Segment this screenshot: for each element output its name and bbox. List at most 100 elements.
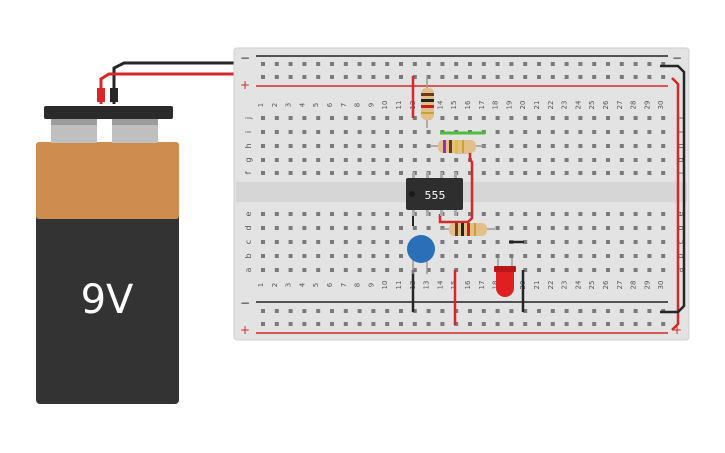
- terminal-hole-e[interactable]: [385, 212, 390, 216]
- top-minus-rail-hole[interactable]: [550, 62, 555, 66]
- terminal-hole-d[interactable]: [302, 226, 307, 230]
- bottom-plus-rail-hole[interactable]: [343, 322, 348, 326]
- top-minus-rail-hole[interactable]: [440, 62, 445, 66]
- terminal-hole-f[interactable]: [633, 171, 638, 175]
- terminal-hole-h[interactable]: [302, 144, 307, 148]
- bottom-minus-rail-hole[interactable]: [399, 309, 403, 313]
- top-plus-rail-hole[interactable]: [385, 75, 390, 79]
- terminal-hole-d[interactable]: [509, 226, 514, 230]
- terminal-hole-i[interactable]: [288, 130, 293, 134]
- terminal-hole-f[interactable]: [550, 171, 555, 175]
- terminal-hole-c[interactable]: [316, 240, 321, 244]
- terminal-hole-c[interactable]: [592, 240, 597, 244]
- terminal-hole-b[interactable]: [647, 254, 652, 258]
- terminal-hole-g[interactable]: [495, 158, 500, 162]
- top-minus-rail-hole[interactable]: [343, 62, 348, 66]
- top-minus-rail-hole[interactable]: [481, 62, 486, 66]
- top-plus-rail-hole[interactable]: [357, 75, 362, 79]
- terminal-hole-b[interactable]: [578, 254, 583, 258]
- terminal-hole-b[interactable]: [661, 254, 666, 258]
- terminal-hole-a[interactable]: [316, 268, 321, 272]
- terminal-hole-f[interactable]: [261, 171, 265, 175]
- terminal-hole-g[interactable]: [592, 158, 597, 162]
- terminal-hole-d[interactable]: [330, 226, 334, 230]
- bottom-plus-rail-hole[interactable]: [495, 322, 500, 326]
- terminal-hole-i[interactable]: [550, 130, 555, 134]
- terminal-hole-f[interactable]: [564, 171, 569, 175]
- terminal-hole-d[interactable]: [399, 226, 403, 230]
- terminal-hole-g[interactable]: [537, 158, 541, 162]
- terminal-hole-i[interactable]: [399, 130, 403, 134]
- terminal-hole-a[interactable]: [592, 268, 597, 272]
- terminal-hole-j[interactable]: [523, 116, 528, 120]
- terminal-hole-j[interactable]: [261, 116, 265, 120]
- terminal-hole-j[interactable]: [385, 116, 390, 120]
- terminal-hole-d[interactable]: [537, 226, 541, 230]
- terminal-hole-b[interactable]: [495, 254, 500, 258]
- top-plus-rail-hole[interactable]: [302, 75, 307, 79]
- terminal-hole-g[interactable]: [550, 158, 555, 162]
- battery-black-lead[interactable]: [112, 61, 255, 104]
- terminal-hole-a[interactable]: [371, 268, 376, 272]
- terminal-hole-j[interactable]: [440, 116, 445, 120]
- top-minus-rail-hole[interactable]: [495, 62, 500, 66]
- top-minus-rail-hole[interactable]: [468, 62, 472, 66]
- top-minus-rail-hole[interactable]: [261, 62, 265, 66]
- terminal-hole-i[interactable]: [495, 130, 500, 134]
- terminal-hole-c[interactable]: [343, 240, 348, 244]
- terminal-hole-g[interactable]: [647, 158, 652, 162]
- terminal-hole-g[interactable]: [509, 158, 514, 162]
- terminal-hole-g[interactable]: [274, 158, 279, 162]
- top-minus-rail-hole[interactable]: [647, 62, 652, 66]
- bottom-plus-rail-hole[interactable]: [440, 322, 445, 326]
- terminal-hole-d[interactable]: [592, 226, 597, 230]
- terminal-hole-e[interactable]: [550, 212, 555, 216]
- resistor-middle[interactable]: [430, 140, 485, 153]
- terminal-hole-e[interactable]: [288, 212, 293, 216]
- terminal-hole-g[interactable]: [399, 158, 403, 162]
- top-plus-rail-hole[interactable]: [578, 75, 583, 79]
- terminal-hole-e[interactable]: [357, 212, 362, 216]
- terminal-hole-i[interactable]: [274, 130, 279, 134]
- terminal-hole-c[interactable]: [550, 240, 555, 244]
- bottom-plus-rail-hole[interactable]: [550, 322, 555, 326]
- terminal-hole-d[interactable]: [440, 226, 445, 230]
- terminal-hole-b[interactable]: [481, 254, 486, 258]
- terminal-hole-j[interactable]: [316, 116, 321, 120]
- terminal-hole-c[interactable]: [371, 240, 376, 244]
- terminal-hole-h[interactable]: [316, 144, 321, 148]
- terminal-hole-i[interactable]: [633, 130, 638, 134]
- terminal-hole-d[interactable]: [426, 226, 431, 230]
- terminal-hole-d[interactable]: [633, 226, 638, 230]
- bottom-minus-rail-hole[interactable]: [330, 309, 334, 313]
- terminal-hole-f[interactable]: [647, 171, 652, 175]
- bottom-plus-rail-hole[interactable]: [661, 322, 666, 326]
- top-plus-rail-hole[interactable]: [647, 75, 652, 79]
- terminal-hole-e[interactable]: [399, 212, 403, 216]
- terminal-hole-a[interactable]: [633, 268, 638, 272]
- wire-red-pin-link[interactable]: [438, 152, 474, 224]
- terminal-hole-g[interactable]: [578, 158, 583, 162]
- terminal-hole-b[interactable]: [633, 254, 638, 258]
- terminal-hole-h[interactable]: [509, 144, 514, 148]
- top-plus-rail-hole[interactable]: [412, 75, 417, 79]
- terminal-hole-a[interactable]: [523, 268, 528, 272]
- terminal-hole-e[interactable]: [495, 212, 500, 216]
- bottom-minus-rail-hole[interactable]: [592, 309, 597, 313]
- top-minus-rail-hole[interactable]: [509, 62, 514, 66]
- terminal-hole-j[interactable]: [647, 116, 652, 120]
- terminal-hole-a[interactable]: [288, 268, 293, 272]
- terminal-hole-b[interactable]: [550, 254, 555, 258]
- terminal-hole-e[interactable]: [661, 212, 666, 216]
- red-led[interactable]: [494, 258, 516, 297]
- terminal-hole-h[interactable]: [661, 144, 666, 148]
- bottom-minus-rail-hole[interactable]: [385, 309, 390, 313]
- terminal-hole-a[interactable]: [647, 268, 652, 272]
- terminal-hole-a[interactable]: [537, 268, 541, 272]
- terminal-hole-g[interactable]: [606, 158, 610, 162]
- top-plus-rail-hole[interactable]: [454, 75, 459, 79]
- bottom-minus-rail-hole[interactable]: [343, 309, 348, 313]
- bottom-plus-rail-hole[interactable]: [357, 322, 362, 326]
- terminal-hole-e[interactable]: [523, 212, 528, 216]
- terminal-hole-g[interactable]: [316, 158, 321, 162]
